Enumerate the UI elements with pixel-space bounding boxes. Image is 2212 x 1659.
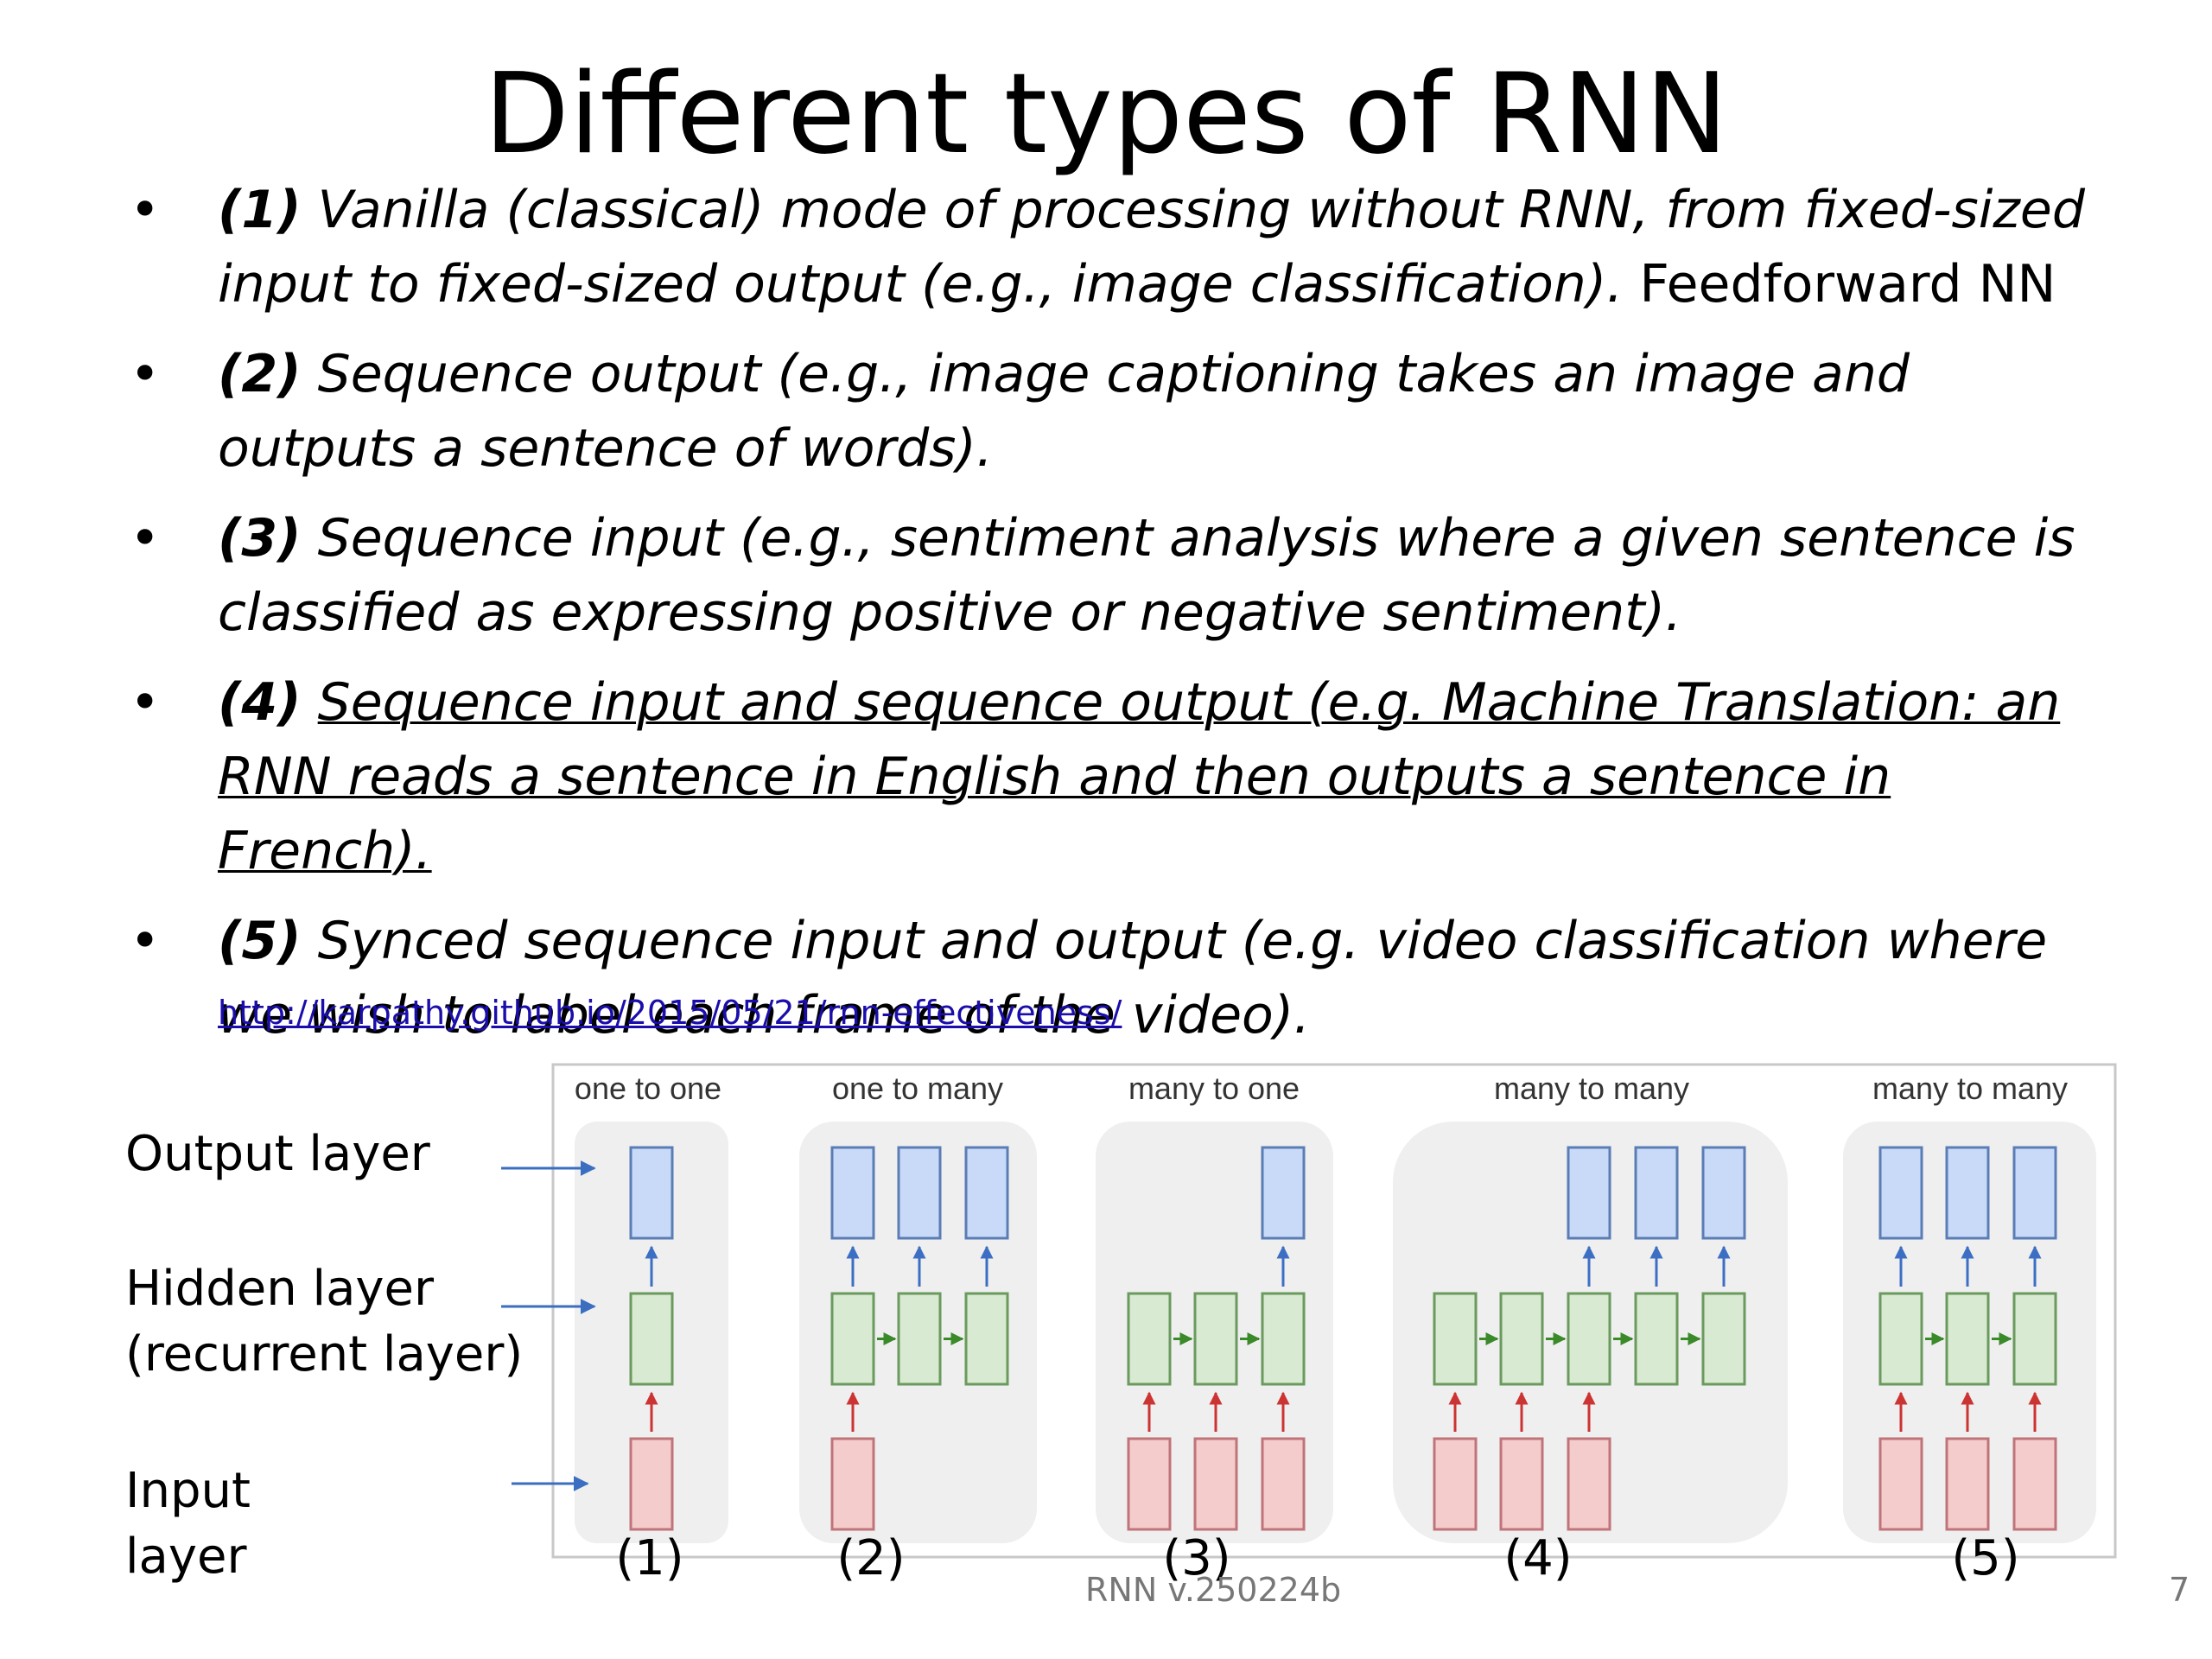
input-cell: [1945, 1437, 1990, 1531]
bullet-marker: •: [130, 344, 161, 404]
input-cell: [1878, 1437, 1923, 1531]
panel-title-4: many to many: [1494, 1071, 1689, 1106]
panel-number-3: (3): [1162, 1530, 1230, 1586]
input-cell: [1127, 1437, 1172, 1531]
input-cell: [629, 1437, 674, 1531]
output-cell: [1945, 1146, 1990, 1240]
hidden-cell: [629, 1292, 674, 1386]
panel-title-5: many to many: [1872, 1071, 2068, 1106]
output-cell: [1567, 1146, 1611, 1240]
hidden-cell: [1878, 1292, 1923, 1386]
panel-number-5: (5): [1951, 1530, 2019, 1586]
bullet-text: Sequence output (e.g., image captioning …: [218, 344, 1910, 479]
output-layer-label: Output layer: [125, 1126, 430, 1182]
recurrent-layer-label: (recurrent layer): [125, 1326, 524, 1382]
input-cell: [1567, 1437, 1611, 1531]
hidden-cell: [1567, 1292, 1611, 1386]
panel-title-3: many to one: [1128, 1071, 1300, 1106]
bullet-number: (5): [218, 911, 302, 971]
output-cell: [1261, 1146, 1306, 1240]
bullet-marker: •: [130, 911, 161, 971]
source-link[interactable]: http://karpathy.github.io/2015/05/21/rnn…: [218, 994, 1122, 1032]
hidden-cell: [1433, 1292, 1478, 1386]
bullet-number: (1): [218, 180, 302, 240]
panel-number-2: (2): [836, 1530, 905, 1586]
bullet-item-5: • (5) Synced sequence input and output (…: [130, 904, 2117, 1052]
output-cell: [897, 1146, 942, 1240]
bullet-marker: •: [130, 180, 161, 240]
output-cell: [1634, 1146, 1679, 1240]
bullet-text: Sequence input (e.g., sentiment analysis…: [218, 508, 2075, 643]
input-cell: [1193, 1437, 1238, 1531]
bullet-item-1: • (1) Vanilla (classical) mode of proces…: [130, 173, 2117, 321]
hidden-cell: [964, 1292, 1009, 1386]
input-cell: [1261, 1437, 1306, 1531]
bullet-number: (4): [218, 672, 302, 733]
bullet-item-3: • (3) Sequence input (e.g., sentiment an…: [130, 501, 2117, 650]
hidden-cell: [2012, 1292, 2057, 1386]
output-cell: [629, 1146, 674, 1240]
page-number: 7: [2169, 1571, 2190, 1609]
panel-title-2: one to many: [832, 1071, 1003, 1106]
hidden-layer-label: Hidden layer: [125, 1261, 434, 1317]
bullet-number: (3): [218, 508, 302, 569]
input-cell: [830, 1437, 875, 1531]
output-cell: [1878, 1146, 1923, 1240]
slide-title: Different types of RNN: [484, 50, 1728, 179]
hidden-cell: [1193, 1292, 1238, 1386]
bullet-text: Synced sequence input and output (e.g. v…: [218, 911, 2048, 1046]
bullet-extra-text: Feedforward NN: [1623, 254, 2056, 315]
output-cell: [964, 1146, 1009, 1240]
bullet-marker: •: [130, 672, 161, 733]
hidden-cell: [1945, 1292, 1990, 1386]
hidden-cell: [897, 1292, 942, 1386]
input-cell: [1433, 1437, 1478, 1531]
hidden-cell: [1701, 1292, 1746, 1386]
bullet-list: • (1) Vanilla (classical) mode of proces…: [130, 173, 2117, 1068]
bullet-number: (2): [218, 344, 302, 404]
output-cell: [1701, 1146, 1746, 1240]
footer-version: RNN v.250224b: [1085, 1571, 1342, 1609]
input-cell: [1499, 1437, 1544, 1531]
bullet-item-4: • (4) Sequence input and sequence output…: [130, 665, 2117, 888]
input-cell: [2012, 1437, 2057, 1531]
hidden-cell: [1127, 1292, 1172, 1386]
bullet-text: Sequence input and sequence output (e.g.…: [218, 672, 2061, 881]
hidden-cell: [1261, 1292, 1306, 1386]
panel-title-1: one to one: [575, 1071, 721, 1106]
output-cell: [830, 1146, 875, 1240]
input-layer-label: Input: [125, 1463, 251, 1519]
bullet-marker: •: [130, 508, 161, 569]
hidden-cell: [1499, 1292, 1544, 1386]
bullet-text: Vanilla (classical) mode of processing w…: [218, 180, 2085, 315]
bullet-item-2: • (2) Sequence output (e.g., image capti…: [130, 337, 2117, 486]
panel-number-1: (1): [615, 1530, 683, 1586]
hidden-cell: [1634, 1292, 1679, 1386]
panel-number-4: (4): [1503, 1530, 1572, 1586]
output-cell: [2012, 1146, 2057, 1240]
hidden-cell: [830, 1292, 875, 1386]
input-layer-label-line2: layer: [125, 1529, 247, 1585]
